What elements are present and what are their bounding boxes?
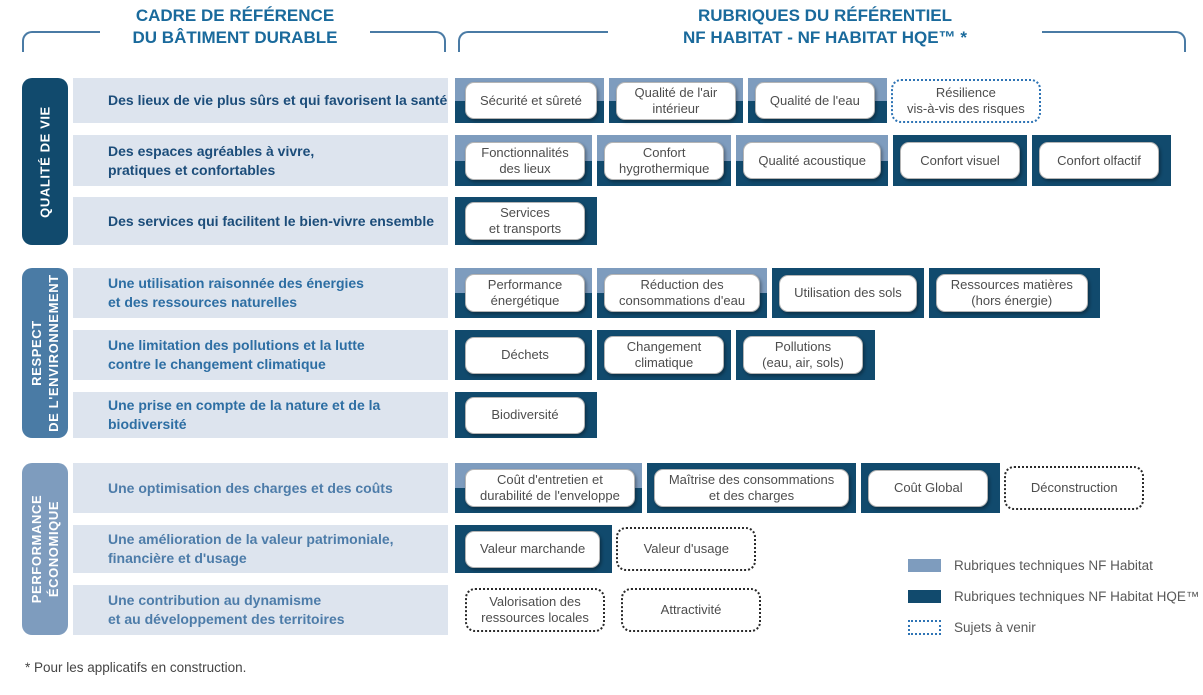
row-description-box: Des lieux de vie plus sûrs et qui favori… (73, 78, 448, 123)
chip-row: Performance énergétique Réduction des con… (455, 268, 1088, 318)
topic-chip: Utilisation des sols (779, 274, 917, 312)
chip-separator (731, 330, 736, 380)
chip-strip: Biodiversité (455, 392, 1203, 438)
topic-chip: Changement climatique (604, 336, 724, 374)
topic-chip: Coût d'entretien et durabilité de l'enve… (465, 469, 635, 507)
row-description-text: Une prise en compte de la nature et de l… (108, 397, 381, 432)
row-description-text: Une optimisation des charges et des coût… (108, 479, 393, 496)
chip-separator (1027, 135, 1033, 186)
topic-chip: Services et transports (465, 202, 585, 240)
row-description-text: Une amélioration de la valeur patrimonia… (108, 531, 394, 566)
section-sidebar-respect-de-l-environnement: RESPECT DE L'ENVIRONNEMENT (22, 268, 68, 438)
chip-row: Déchets Changement climatique Pollutions (… (455, 330, 863, 380)
chip-separator (767, 268, 773, 318)
chip-row: Services et transports (455, 197, 585, 245)
row-description-box: Une optimisation des charges et des coût… (73, 463, 448, 513)
section-sidebar-label: PERFORMANCE ÉCONOMIQUE (29, 494, 61, 604)
topic-chip: Attractivité (621, 588, 761, 632)
topic-chip: Résilience vis-à-vis des risques (890, 78, 1041, 123)
chip-separator (856, 463, 862, 513)
topic-chip: Déchets (465, 336, 585, 374)
row-description-box: Une prise en compte de la nature et de l… (73, 392, 448, 438)
section-sidebar-qualite-de-vie: QUALITÉ DE VIE (22, 78, 68, 245)
chip-strip: Valorisation des ressources locales Attra… (455, 585, 1203, 635)
topic-chip: Pollutions (eau, air, sols) (743, 336, 863, 374)
left-column-title: CADRE DE RÉFÉRENCE DU BÂTIMENT DURABLE (100, 5, 370, 49)
chip-strip: Fonctionnalités des lieux Confort hygroth… (455, 135, 1203, 186)
legend-label: Sujets à venir (954, 620, 1036, 635)
row-description-box: Une utilisation raisonnée des énergies e… (73, 268, 448, 318)
chip-strip: Déchets Changement climatique Pollutions (… (455, 330, 1203, 380)
chip-strip: Coût d'entretien et durabilité de l'enve… (455, 463, 1203, 513)
chip-strip: Sécurité et sûreté Qualité de l'air intér… (455, 78, 1203, 123)
row-description-text: Une utilisation raisonnée des énergies e… (108, 275, 364, 310)
row-description-text: Des lieux de vie plus sûrs et qui favori… (108, 92, 448, 108)
chip-strip: Valeur marchande Valeur d'usage (455, 525, 1203, 573)
topic-chip: Valorisation des ressources locales (465, 588, 605, 632)
topic-chip: Qualité de l'eau (754, 82, 875, 119)
topic-chip: Fonctionnalités des lieux (465, 141, 585, 180)
right-column-title: RUBRIQUES DU RÉFÉRENTIEL NF HABITAT - NF… (608, 5, 1042, 49)
chip-separator (603, 78, 609, 123)
chip-separator (592, 135, 597, 186)
chip-separator (641, 463, 647, 513)
topic-chip: Ressources matières (hors énergie) (935, 274, 1088, 312)
legend-item: Rubriques techniques NF Habitat HQE™ (908, 589, 1199, 604)
topic-chip: Confort hygrothermique (604, 141, 725, 180)
chip-row: Biodiversité (455, 392, 585, 438)
chip-row: Coût d'entretien et durabilité de l'enve… (455, 463, 1145, 513)
section-sidebar-performance-economique: PERFORMANCE ÉCONOMIQUE (22, 463, 68, 635)
chip-row: Sécurité et sûreté Qualité de l'air intér… (455, 78, 1041, 123)
legend-label: Rubriques techniques NF Habitat (954, 558, 1153, 573)
row-description-box: Une amélioration de la valeur patrimonia… (73, 525, 448, 573)
chip-separator (592, 330, 597, 380)
row-description-box: Une limitation des pollutions et la lutt… (73, 330, 448, 380)
chip-separator (742, 78, 748, 123)
right-title-line2: NF HABITAT - NF HABITAT HQE™ * (683, 28, 967, 47)
row-description-text: Des espaces agréables à vivre, pratiques… (108, 142, 315, 178)
topic-chip: Biodiversité (465, 396, 585, 434)
chip-row: Valorisation des ressources locales Attra… (455, 585, 761, 635)
footnote: * Pour les applicatifs en construction. (25, 660, 247, 675)
chip-separator (731, 135, 737, 186)
topic-chip: Déconstruction (1004, 466, 1145, 510)
row-description-box: Des espaces agréables à vivre, pratiques… (73, 135, 448, 186)
topic-chip: Coût Global (868, 469, 989, 507)
legend-label: Rubriques techniques NF Habitat HQE™ (954, 589, 1200, 604)
topic-chip: Sécurité et sûreté (465, 82, 597, 119)
chip-strip: Services et transports (455, 197, 1203, 245)
legend-swatch-upcoming (908, 620, 941, 635)
topic-chip: Qualité de l'air intérieur (615, 81, 736, 120)
chip-separator (592, 268, 597, 318)
topic-chip: Confort olfactif (1039, 142, 1160, 179)
chip-row: Valeur marchande Valeur d'usage (455, 525, 757, 573)
topic-chip: Réduction des consommations d'eau (604, 274, 761, 312)
row-description-box: Des services qui facilitent le bien-vivr… (73, 197, 448, 245)
right-title-line1: RUBRIQUES DU RÉFÉRENTIEL (697, 6, 953, 25)
chip-row: Fonctionnalités des lieux Confort hygroth… (455, 135, 1160, 186)
topic-chip: Confort visuel (900, 142, 1021, 179)
left-title-line2: DU BÂTIMENT DURABLE (132, 28, 338, 47)
topic-chip: Qualité acoustique (743, 142, 882, 179)
left-title-line1: CADRE DE RÉFÉRENCE (135, 6, 335, 25)
topic-chip: Valeur d'usage (616, 527, 757, 571)
legend-item: Sujets à venir (908, 620, 1199, 635)
row-description-text: Une contribution au dynamisme et au déve… (108, 592, 345, 627)
chip-strip: Performance énergétique Réduction des con… (455, 268, 1203, 318)
topic-chip: Maîtrise des consommations et des charge… (653, 469, 850, 507)
row-description-text: Une limitation des pollutions et la lutt… (108, 337, 365, 372)
legend-swatch-nf-habitat-hqe (908, 590, 941, 603)
section-sidebar-label: RESPECT DE L'ENVIRONNEMENT (29, 274, 61, 432)
row-description-box: Une contribution au dynamisme et au déve… (73, 585, 448, 635)
topic-chip: Performance énergétique (465, 274, 585, 312)
section-sidebar-label: QUALITÉ DE VIE (37, 105, 53, 218)
row-description-text: Des services qui facilitent le bien-vivr… (108, 212, 435, 229)
chip-separator (888, 135, 894, 186)
legend-item: Rubriques techniques NF Habitat (908, 558, 1199, 573)
chip-separator (923, 268, 929, 318)
legend-swatch-nf-habitat (908, 559, 941, 572)
topic-chip: Valeur marchande (465, 530, 601, 568)
